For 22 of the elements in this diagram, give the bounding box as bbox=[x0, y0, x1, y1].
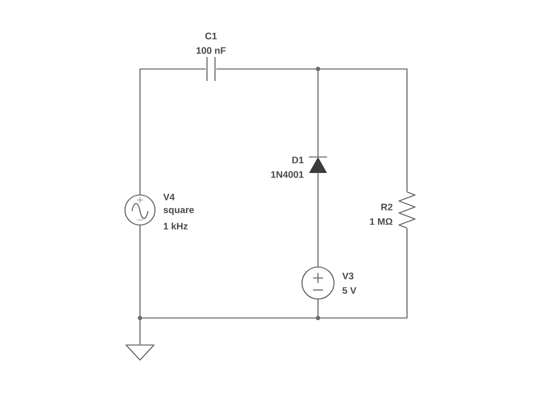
component-label: 1 MΩ bbox=[370, 218, 392, 225]
wire bbox=[139, 225, 141, 316]
wire bbox=[139, 68, 206, 195]
wire bbox=[139, 320, 141, 344]
wire bbox=[320, 228, 408, 319]
component-label: C1 bbox=[205, 32, 217, 40]
wire bbox=[317, 299, 319, 316]
wire bbox=[216, 68, 316, 70]
wire bbox=[317, 173, 319, 267]
component-label: 5 V bbox=[342, 287, 356, 294]
component-label: V3 bbox=[342, 272, 354, 280]
component-label: 100 nF bbox=[196, 47, 226, 54]
ground-symbol bbox=[125, 344, 155, 361]
component-label: V4 bbox=[163, 194, 175, 200]
component-label: square bbox=[164, 208, 194, 216]
component-label: D1 bbox=[292, 156, 304, 164]
wire bbox=[320, 68, 408, 192]
component-label: R2 bbox=[381, 204, 392, 210]
wire bbox=[317, 71, 319, 157]
wire bbox=[142, 317, 316, 319]
component-label: 1N4001 bbox=[271, 171, 304, 178]
component-label: 1 kHz bbox=[164, 222, 188, 230]
